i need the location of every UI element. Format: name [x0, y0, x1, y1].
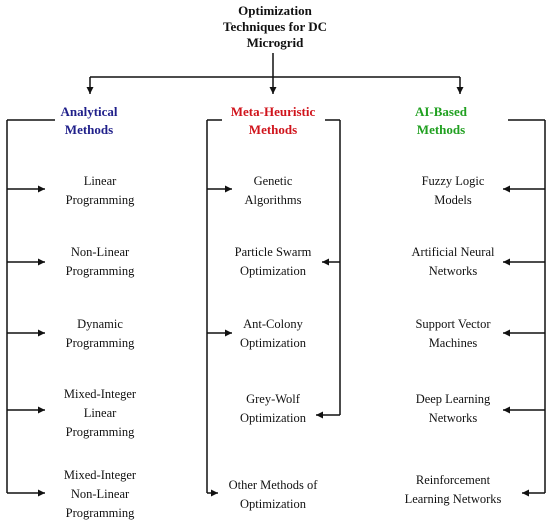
heading-line: Methods [248, 122, 298, 137]
ai-based-connectors [503, 119, 546, 497]
node-line: Programming [65, 336, 135, 350]
analytical-methods-heading: Analytical Methods [24, 103, 154, 139]
meta-heuristic-methods-heading: Meta-Heuristic Methods [208, 103, 338, 139]
node-line: Non-Linear [70, 487, 130, 501]
heading-line: Analytical [60, 104, 118, 119]
node-linear-programming: Linear Programming [25, 172, 175, 210]
heading-line: Methods [416, 122, 466, 137]
node-genetic-algorithms: Genetic Algorithms [198, 172, 348, 210]
node-line: Dynamic [77, 317, 123, 331]
node-line: Other Methods of [228, 478, 318, 492]
node-line: Optimization [240, 497, 306, 511]
node-deep-learning-networks: Deep Learning Networks [378, 390, 528, 428]
node-line: Optimization [240, 336, 306, 350]
node-line: Algorithms [244, 193, 302, 207]
node-line: Particle Swarm [234, 245, 312, 259]
node-line: Networks [428, 411, 478, 425]
node-line: Linear [83, 406, 117, 420]
node-line: Programming [65, 264, 135, 278]
diagram-title: Optimization Techniques for DC Microgrid [175, 3, 375, 51]
heading-line: Meta-Heuristic [230, 104, 316, 119]
analytical-connectors [6, 119, 55, 497]
node-support-vector-machines: Support Vector Machines [378, 315, 528, 353]
heading-line: AI-Based [414, 104, 467, 119]
node-line: Optimization [240, 411, 306, 425]
node-mixed-integer-linear-programming: Mixed-Integer Linear Programming [25, 385, 175, 442]
node-line: Support Vector [415, 317, 491, 331]
node-line: Artificial Neural [411, 245, 495, 259]
title-line-2: Techniques for DC [222, 19, 328, 34]
node-line: Machines [428, 336, 478, 350]
node-line: Networks [428, 264, 478, 278]
node-line: Learning Networks [404, 492, 502, 506]
node-line: Reinforcement [415, 473, 491, 487]
ai-based-methods-heading: AI-Based Methods [376, 103, 506, 139]
meta-heuristic-connectors [206, 119, 341, 497]
node-line: Deep Learning [415, 392, 491, 406]
node-particle-swarm-optimization: Particle Swarm Optimization [198, 243, 348, 281]
node-line: Optimization [240, 264, 306, 278]
heading-line: Methods [64, 122, 114, 137]
node-line: Programming [65, 193, 135, 207]
node-non-linear-programming: Non-Linear Programming [25, 243, 175, 281]
node-dynamic-programming: Dynamic Programming [25, 315, 175, 353]
node-line: Fuzzy Logic [421, 174, 485, 188]
node-line: Models [434, 193, 472, 207]
title-line-1: Optimization [238, 3, 312, 18]
title-line-3: Microgrid [246, 35, 304, 50]
node-grey-wolf-optimization: Grey-Wolf Optimization [198, 390, 348, 428]
node-mixed-integer-non-linear-programming: Mixed-Integer Non-Linear Programming [25, 466, 175, 523]
node-line: Mixed-Integer [63, 468, 137, 482]
node-line: Programming [65, 425, 135, 439]
node-line: Non-Linear [70, 245, 130, 259]
node-ant-colony-optimization: Ant-Colony Optimization [198, 315, 348, 353]
node-reinforcement-learning-networks: Reinforcement Learning Networks [378, 471, 528, 509]
node-line: Ant-Colony [243, 317, 303, 331]
node-line: Genetic [253, 174, 293, 188]
node-line: Linear [83, 174, 117, 188]
node-artificial-neural-networks: Artificial Neural Networks [378, 243, 528, 281]
node-line: Programming [65, 506, 135, 520]
node-other-methods-of-optimization: Other Methods of Optimization [198, 476, 348, 514]
node-line: Grey-Wolf [246, 392, 300, 406]
node-fuzzy-logic-models: Fuzzy Logic Models [378, 172, 528, 210]
node-line: Mixed-Integer [63, 387, 137, 401]
